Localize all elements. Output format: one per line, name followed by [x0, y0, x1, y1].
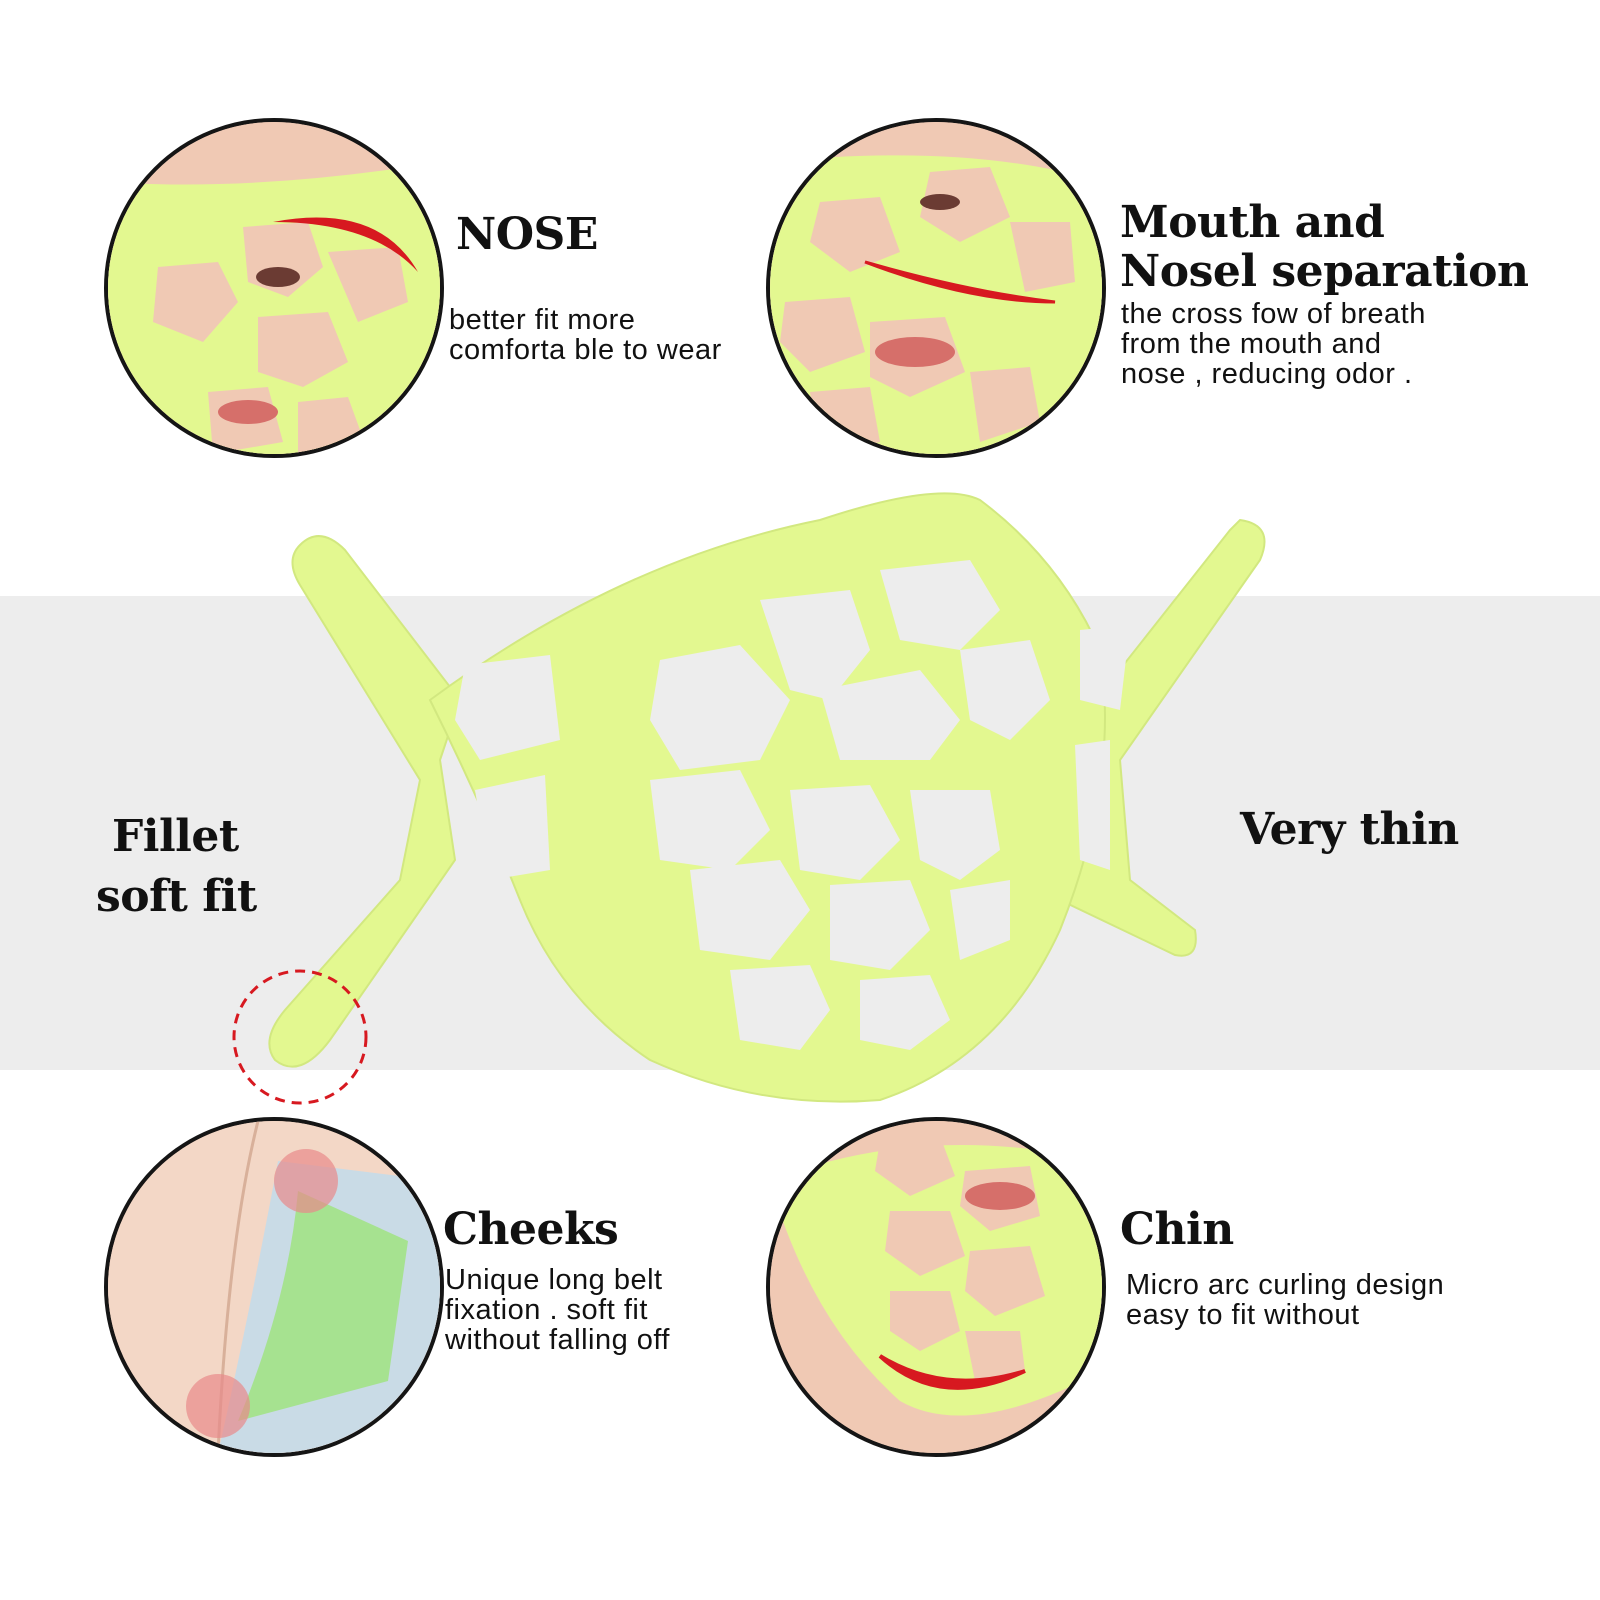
fillet-label-line1: Fillet — [112, 811, 239, 862]
cheeks-description: Unique long belt fixation . soft fit wit… — [445, 1264, 670, 1356]
separation-detail-photo — [766, 118, 1106, 458]
chin-detail-photo — [766, 1117, 1106, 1457]
fillet-label-line2: soft fit — [96, 871, 257, 922]
separation-description: the cross fow of breath from the mouth a… — [1121, 298, 1426, 390]
cheeks-title: Cheeks — [443, 1204, 619, 1255]
chin-title: Chin — [1120, 1204, 1234, 1255]
very-thin-label: Very thin — [1240, 804, 1459, 855]
fillet-highlight-circle — [232, 969, 368, 1105]
separation-title-line1: Mouth and — [1120, 197, 1385, 248]
nose-detail-photo — [104, 118, 444, 458]
nose-description: better fit more comforta ble to wear — [449, 304, 722, 366]
separation-title-line2: Nosel separation — [1120, 246, 1529, 297]
chin-description: Micro arc curling design easy to fit wit… — [1126, 1269, 1445, 1331]
nose-title: NOSE — [456, 209, 598, 260]
cheeks-detail-photo — [104, 1117, 444, 1457]
